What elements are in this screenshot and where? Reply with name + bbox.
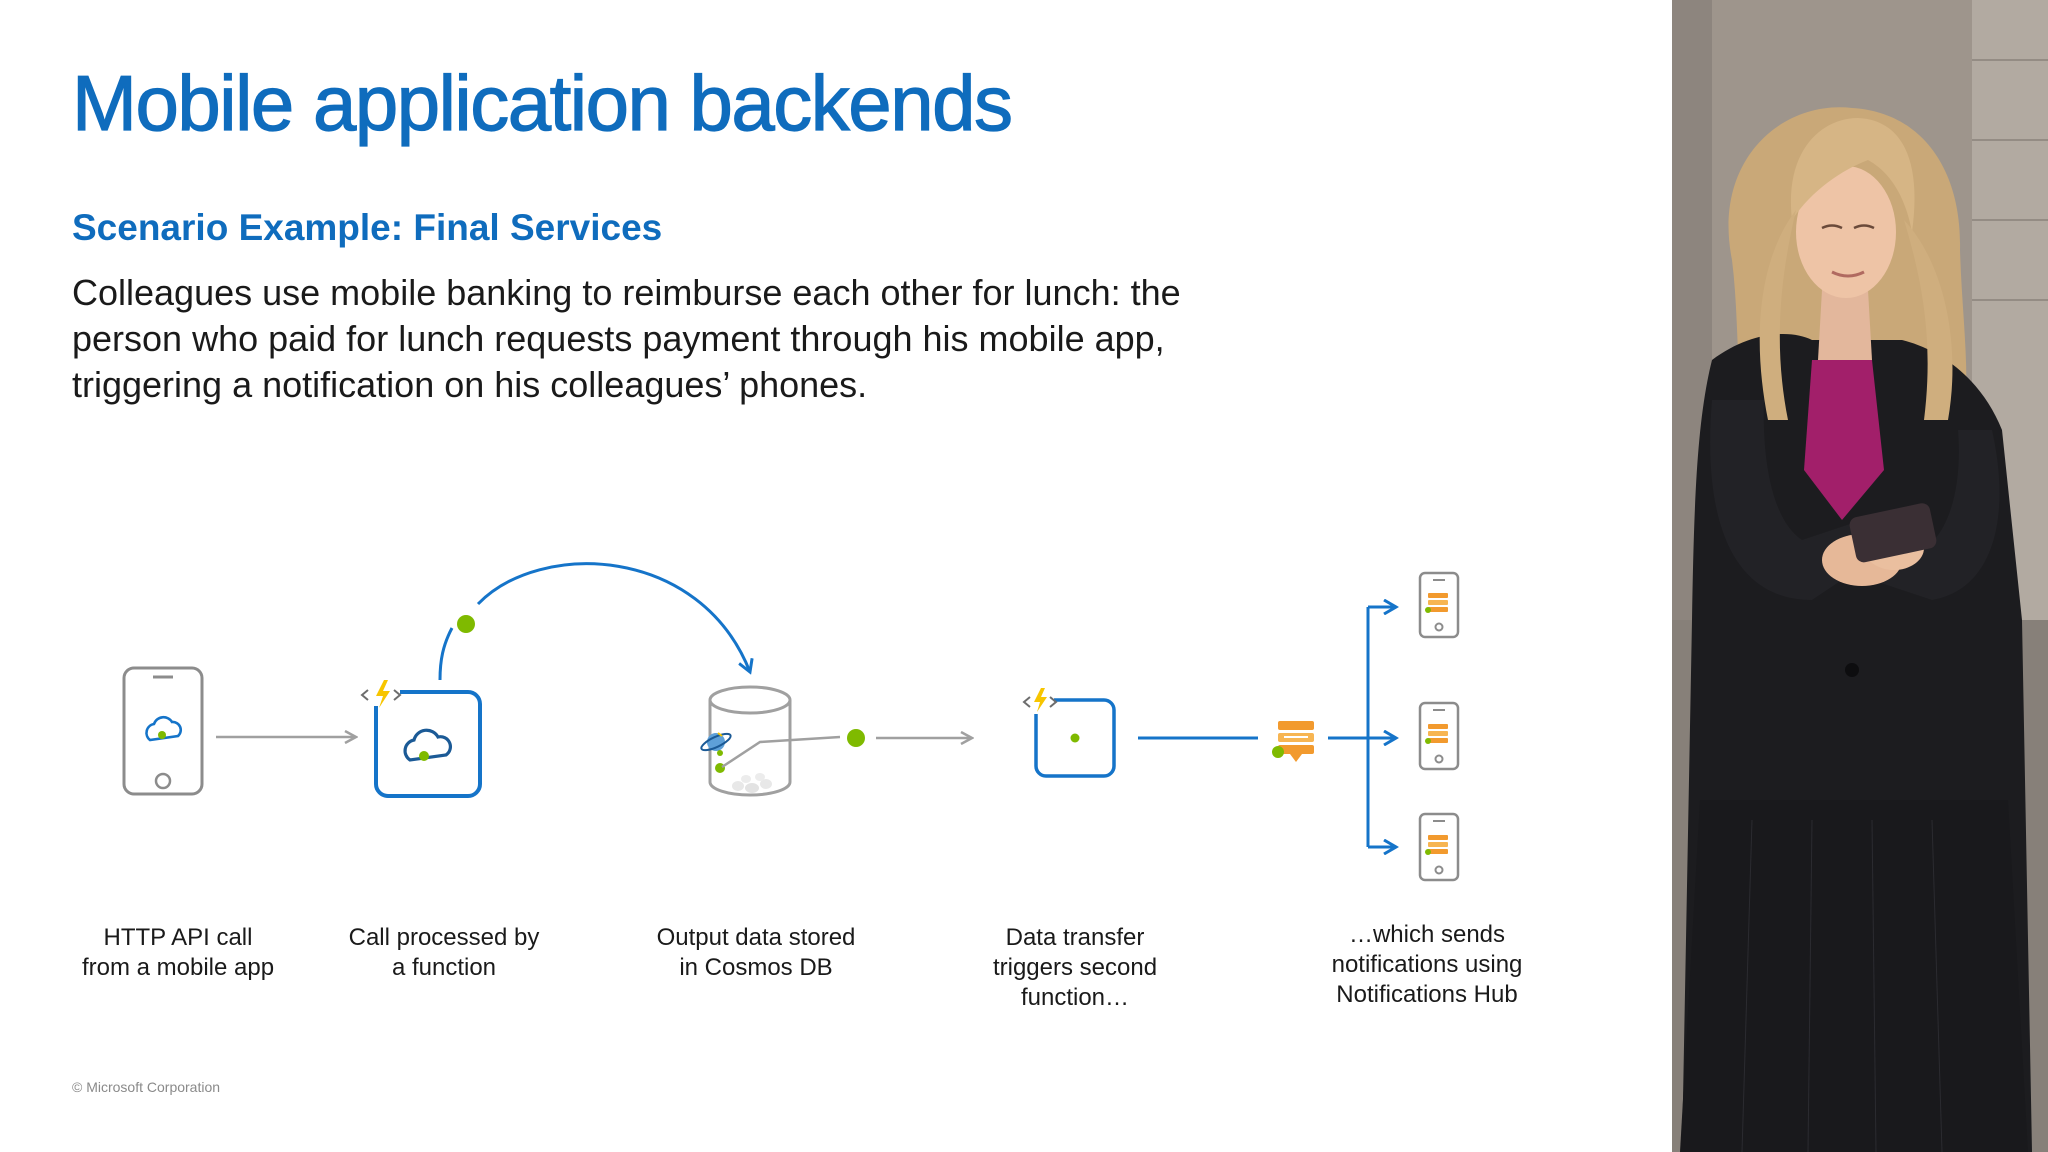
step-label-cosmos-db: Output data stored in Cosmos DB — [656, 924, 856, 981]
copyright-notice: © Microsoft Corporation — [72, 1079, 221, 1095]
slide-subtitle: Scenario Example: Final Services — [72, 207, 663, 248]
slide: Mobile application backends Scenario Exa… — [0, 58, 1672, 1095]
body-line: person who paid for lunch requests payme… — [72, 318, 1165, 359]
notification-hub-icon — [1272, 721, 1314, 762]
body-line: Colleagues use mobile banking to reimbur… — [72, 272, 1181, 313]
phone-icon — [1418, 571, 1460, 639]
step-label-function: Call processed by a function — [348, 924, 540, 981]
body-line: triggering a notification on his colleag… — [72, 364, 868, 405]
phone-icon — [1418, 701, 1460, 771]
phone-icon — [1418, 812, 1460, 882]
azure-function-icon — [1020, 688, 1116, 778]
step-label-second-function: Data transfer triggers second function… — [992, 924, 1158, 1011]
mobile-app-cloud-icon — [122, 666, 204, 796]
azure-function-icon — [360, 676, 482, 798]
slide-body: Colleagues use mobile banking to reimbur… — [72, 270, 1332, 408]
diagram-graphics — [122, 562, 1460, 882]
woman-with-phone-image — [1672, 0, 2048, 1152]
flow-arrow — [438, 627, 454, 681]
cosmos-db-icon — [700, 685, 841, 797]
architecture-diagram: HTTP API call from a mobile app Call pro… — [0, 540, 1672, 1060]
data-dot — [847, 729, 865, 747]
data-dot — [457, 615, 475, 633]
phone-in-hand-icon — [1849, 503, 1937, 563]
step-label-notification-hub: …which sends notifications using Notific… — [1331, 921, 1523, 1008]
hero-photo — [1672, 0, 2048, 1152]
step-label-http-api: HTTP API call from a mobile app — [81, 924, 275, 981]
flow-arrow — [476, 562, 750, 672]
slide-title: Mobile application backends — [71, 58, 1013, 147]
